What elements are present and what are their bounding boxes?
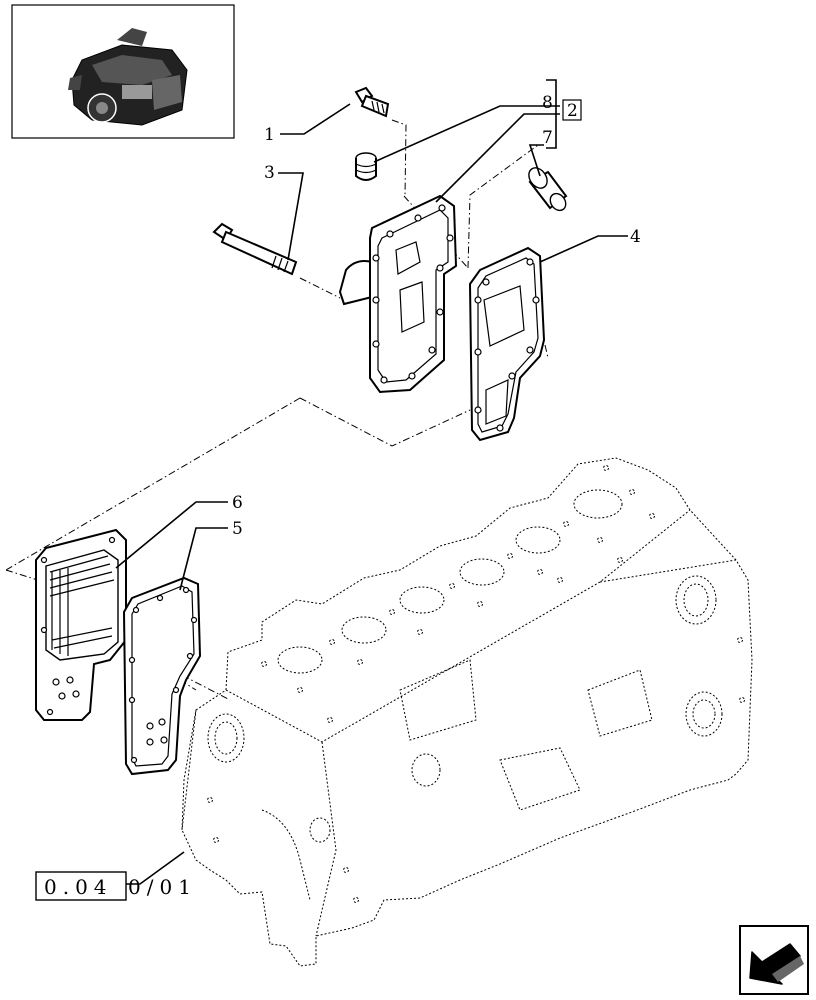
part-4-gasket[interactable]	[468, 246, 546, 442]
section-reference[interactable]: 0.04 0/01	[35, 871, 197, 901]
engine-thumbnail-icon[interactable]	[11, 4, 235, 139]
callout-6: 6	[232, 493, 243, 513]
reference-suffix: 0/01	[128, 875, 197, 899]
callout-2-box	[562, 99, 582, 121]
callout-1: 1	[264, 125, 275, 145]
reference-boxed: 0.04	[44, 875, 113, 899]
part-1-bolt[interactable]	[354, 86, 390, 118]
callout-3: 3	[264, 163, 275, 183]
back-arrow-icon[interactable]	[739, 925, 809, 995]
callout-5: 5	[232, 519, 243, 539]
callout-8: 8	[542, 93, 553, 113]
part-5-cooler-gasket[interactable]	[122, 576, 202, 776]
leader-lines	[115, 79, 628, 885]
part-6-oil-cooler[interactable]	[35, 528, 127, 721]
callout-7: 7	[542, 128, 553, 148]
callout-4: 4	[630, 227, 641, 247]
part-2-cooler-housing[interactable]	[338, 194, 458, 394]
part-7-sleeve[interactable]	[525, 164, 569, 213]
part-8-plug[interactable]	[355, 152, 377, 181]
engine-block	[181, 457, 753, 967]
part-3-long-bolt[interactable]	[212, 222, 298, 276]
callout-2: 2	[567, 101, 578, 121]
